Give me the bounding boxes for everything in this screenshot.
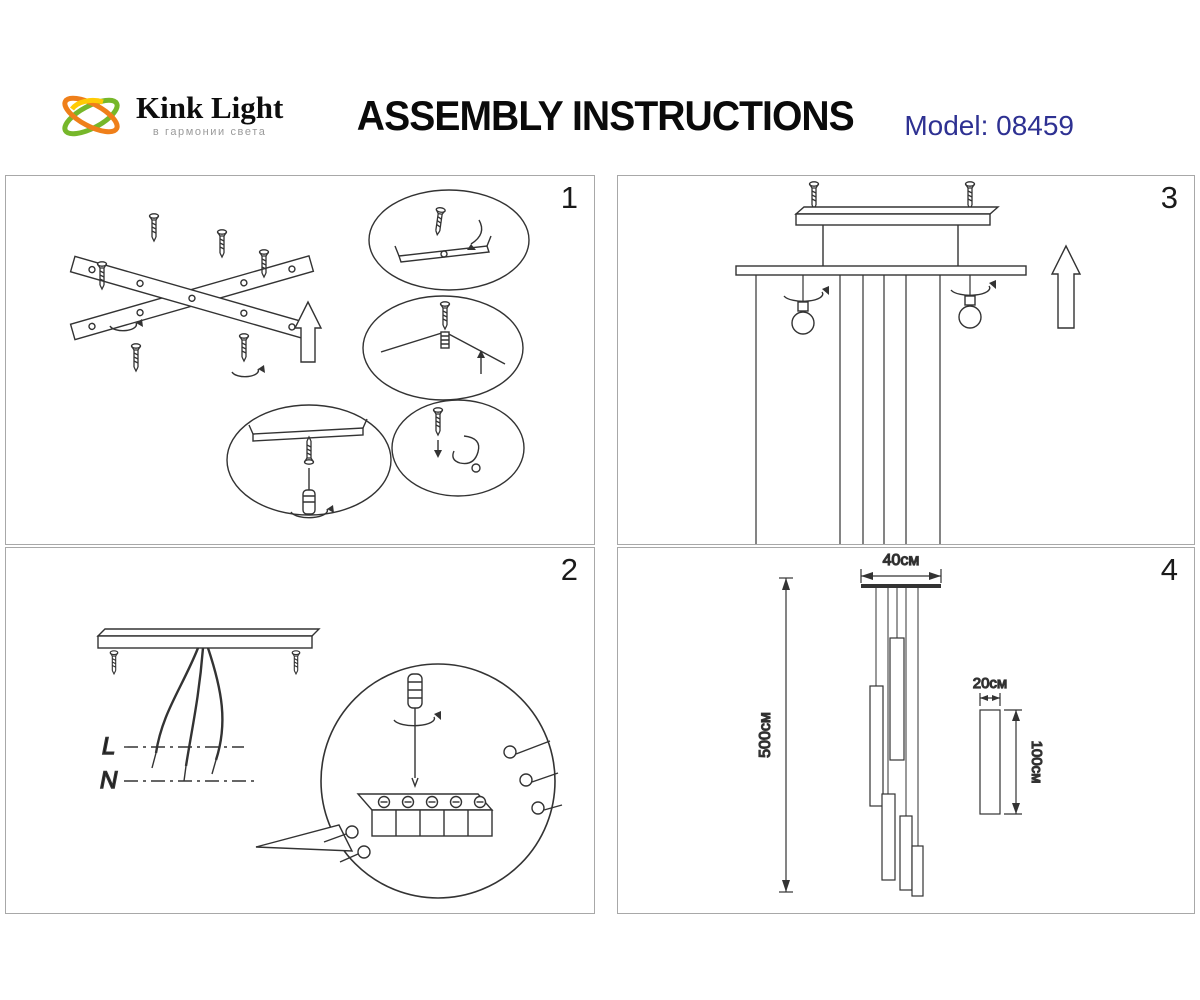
single-tube-dimensions: 20см 100см	[972, 674, 1046, 815]
wire-label-live: L	[102, 733, 115, 760]
tube-height-label: 100см	[1028, 741, 1045, 784]
step-number-2: 2	[560, 552, 578, 587]
page-title: ASSEMBLY INSTRUCTIONS	[356, 92, 855, 139]
canopy-width-label: 40см	[883, 552, 920, 569]
detail-bracket-screwdriver	[226, 404, 392, 519]
step-number-3: 3	[1160, 180, 1178, 215]
up-arrow-icon	[1050, 244, 1082, 329]
step2-drawing: L N	[96, 628, 563, 899]
tube-diameter-label: 20см	[973, 675, 1008, 692]
detail-hook	[391, 399, 525, 497]
canopy-screw	[964, 181, 976, 210]
brand-name: Kink Light	[136, 89, 284, 125]
turn-arrows	[109, 319, 265, 378]
step-number-1: 1	[560, 180, 578, 215]
mounting-cross	[69, 254, 315, 342]
brand-logo-icon	[62, 95, 120, 137]
suspension-rods	[755, 275, 971, 544]
bulb-left	[783, 286, 829, 335]
brand-tagline: в гармонии света	[152, 126, 267, 139]
panel-step-1: 1	[5, 175, 595, 545]
header: Kink Light в гармонии света ASSEMBLY INS…	[0, 0, 1200, 173]
detail-bracket-screw	[368, 189, 530, 291]
screwdriver	[393, 673, 441, 788]
panel-step-3: 3	[617, 175, 1195, 545]
logo-orange-orbit	[62, 95, 120, 135]
step1-drawing	[69, 189, 530, 519]
drop-height-dimension: 500см	[756, 577, 793, 893]
panel-grid: 1	[5, 175, 1195, 914]
panel-step-2: 2	[5, 547, 595, 914]
step4-drawing: 500см 40см	[756, 551, 1046, 897]
wire-label-neutral: N	[100, 767, 118, 794]
ceiling-canopy	[735, 206, 1027, 276]
panel-step-4: 4 500см 40см	[617, 547, 1195, 914]
terminal-block	[356, 793, 494, 837]
ceiling-plate	[96, 628, 321, 675]
brand-logo-block: Kink Light в гармонии света	[54, 80, 283, 150]
pendant-silhouette	[861, 584, 941, 897]
wire-ring-terminals	[323, 740, 563, 863]
up-arrow-icon	[293, 300, 323, 363]
canopy-width-dimension: 40см	[860, 551, 942, 583]
logo-yellow-arc	[69, 97, 104, 111]
drop-height-label: 500см	[757, 712, 774, 758]
canopy-screw	[808, 181, 820, 210]
mains-wires	[151, 647, 224, 782]
model-number: Model: 08459	[904, 110, 1074, 141]
bulb-right	[950, 280, 996, 329]
step3-drawing	[735, 181, 1082, 544]
detail-anchor	[362, 295, 524, 401]
terminal-callout	[255, 663, 563, 899]
step-number-4: 4	[1160, 552, 1178, 587]
